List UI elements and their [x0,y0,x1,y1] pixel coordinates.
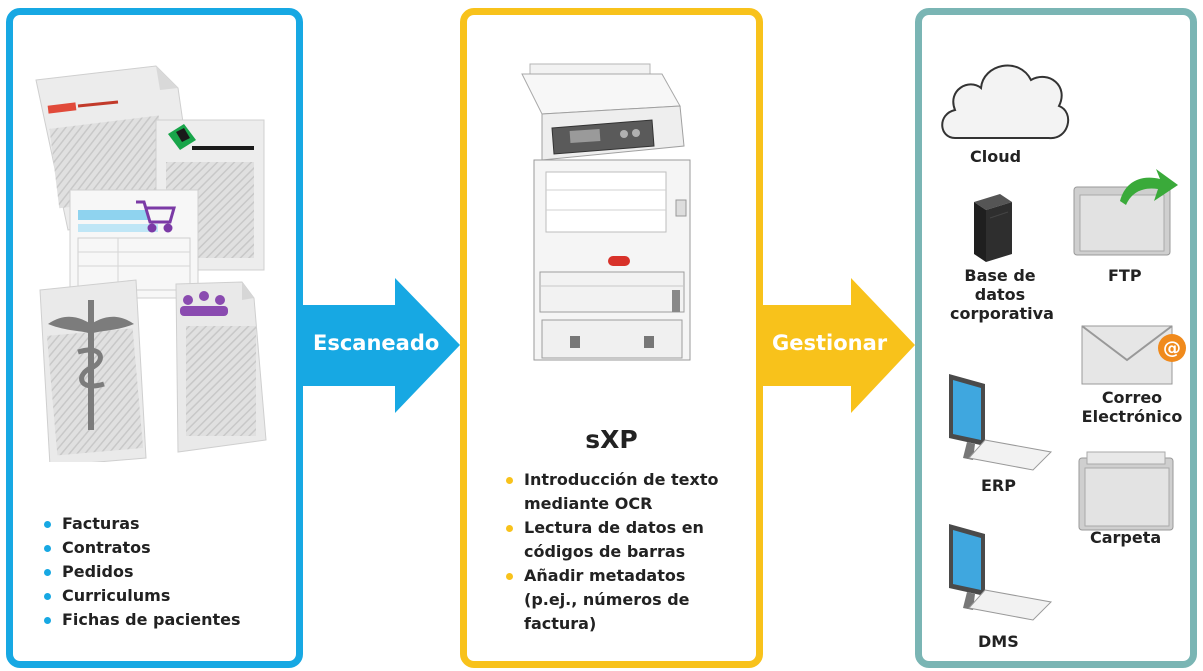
document-types-list: Facturas Contratos Pedidos Curriculums F… [40,512,241,632]
caduceus-icon [48,300,134,430]
database-server-icon [974,194,1012,262]
scan-arrow-label: Escaneado [313,331,440,355]
list-item: Contratos [40,536,241,560]
dms-label: DMS [978,632,1019,651]
ftp-label: FTP [1108,266,1142,285]
documents-illustration [35,65,267,462]
list-item: Facturas [40,512,241,536]
list-item: Curriculums [40,584,241,608]
email-label: Correo Electrónico [1081,388,1183,426]
oki-logo-icon [608,256,630,266]
folder-icon [1078,451,1174,531]
at-sign-icon: @ [1158,334,1186,362]
resume-doc-icon [175,281,267,453]
control-panel-icon [551,119,655,155]
erp-computer-icon [949,374,1053,471]
list-item: Fichas de pacientes [40,608,241,632]
list-item: Pedidos [40,560,241,584]
people-icon [180,291,228,316]
cloud-icon [941,64,1069,140]
cloud-label: Cloud [970,147,1022,166]
shopping-cart-icon [136,200,176,233]
folder-label: Carpeta [1090,528,1162,547]
printer-icon [521,63,691,361]
erp-label: ERP [981,476,1016,495]
dms-computer-icon [949,524,1053,621]
sxp-title: sXP [585,425,638,454]
manage-arrow-label: Gestionar [772,331,888,355]
medical-record-doc-icon [39,279,147,462]
ftp-folder-icon [1073,169,1178,256]
database-label: Base de datos corporativa [950,266,1054,323]
svg-text:@: @ [1163,338,1181,359]
scan-arrow [303,278,460,413]
email-envelope-icon: @ [1081,325,1186,385]
manage-arrow [763,278,915,413]
